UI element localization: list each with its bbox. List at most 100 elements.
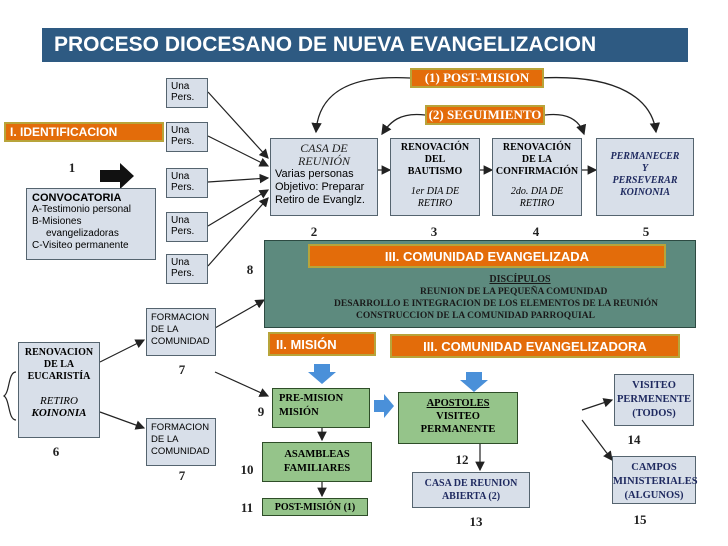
apostoles-line-3: PERMANENTE xyxy=(420,424,496,435)
renov-euc-line-1: RENOVACION xyxy=(24,347,94,358)
renov-bautismo-line-3: BAUTISMO xyxy=(407,166,463,177)
apostoles-line-2: VISITEO xyxy=(436,411,480,422)
campos-box: CAMPOS MINISTERIALES (ALGUNOS) xyxy=(612,456,698,504)
visiteo-line-3: (TODOS) xyxy=(632,408,676,419)
step-number-4: 4 xyxy=(532,224,540,239)
step-number-14: 14 xyxy=(627,432,641,447)
convocatoria-item-b-cont: evangelizadoras xyxy=(46,228,119,239)
step-number-8: 8 xyxy=(246,262,254,277)
big-arrow-shape xyxy=(100,163,134,189)
visiteo-line-2: PERMENENTE xyxy=(616,394,692,405)
seguimiento-header: (2) SEGUIMIENTO xyxy=(425,105,545,125)
step-number-2: 2 xyxy=(310,224,318,239)
pre-mision-line-1: PRE-MISION xyxy=(279,393,344,404)
permanecer-line-2: Y xyxy=(641,163,649,174)
blue-arrow-right xyxy=(374,394,394,418)
renovacion-confirmacion-box: RENOVACIÓN DE LA CONFIRMACIÓN 2do. DIA D… xyxy=(492,138,582,216)
arc-post-mision-left xyxy=(311,76,411,134)
visiteo-line-1: VISITEO xyxy=(632,380,676,391)
pre-mision-line-2: MISIÓN xyxy=(279,407,319,418)
renov-bautismo-sub-2: RETIRO xyxy=(417,198,453,209)
persona-box-3: Una Pers. xyxy=(166,168,208,198)
step-number-6: 6 xyxy=(52,444,60,459)
step-number-12: 12 xyxy=(455,452,469,467)
pre-mision-box: PRE-MISION MISIÓN xyxy=(272,388,370,428)
renov-confirmacion-line-3: CONFIRMACIÓN xyxy=(495,166,579,177)
renov-bautismo-sub-1: 1er DIA DE xyxy=(410,186,460,197)
formacion-2-line-3: COMUNIDAD xyxy=(151,446,210,457)
step-number-13: 13 xyxy=(469,514,483,529)
renov-confirmacion-line-2: DE LA xyxy=(521,154,553,165)
formacion-comunidad-box-1: FORMACION DE LA COMUNIDAD xyxy=(146,308,216,356)
casa-de-reunion-box: CASA DE REUNIÓN Varias personas Objetivo… xyxy=(270,138,378,216)
permanecer-line-3: PERSEVERAR xyxy=(612,175,678,186)
visiteo-box: VISITEO PERMENENTE (TODOS) xyxy=(614,374,694,426)
comunidad-evangelizada-header: III. COMUNIDAD EVANGELIZADA xyxy=(308,244,666,268)
bullet-1: REUNION DE LA PEQUEÑA COMUNIDAD xyxy=(420,287,608,297)
permanecer-box: PERMANECER Y PERSEVERAR KOINONIA xyxy=(596,138,694,216)
step-number-10: 10 xyxy=(240,462,254,477)
arc-seguimiento-right xyxy=(544,113,587,136)
formacion-2-line-2: DE LA xyxy=(151,434,179,445)
formacion-2-line-1: FORMACION xyxy=(151,422,210,433)
casa-de-reunion-line-3: Retiro de Evanglz. xyxy=(275,194,365,206)
casa-de-reunion-line-1: Varias personas xyxy=(275,168,354,180)
persona-box-4: Una Pers. xyxy=(166,212,208,242)
step-number-15: 15 xyxy=(633,512,647,527)
discipulos-label: DISCÍPULOS xyxy=(489,274,551,285)
asambleas-line-2: FAMILIARES xyxy=(283,463,351,474)
persona-box-2: Una Pers. xyxy=(166,122,208,152)
campos-line-1: CAMPOS xyxy=(631,462,677,473)
koinonia-label: KOINONIA xyxy=(31,407,87,419)
renov-confirmacion-sub-2: RETIRO xyxy=(519,198,555,209)
step-number-7a: 7 xyxy=(178,362,186,377)
arc-seguimiento-left xyxy=(381,113,426,136)
casa-de-reunion-line-2: Objetivo: Preparar xyxy=(275,181,365,193)
apostoles-line-1: APOSTOLES xyxy=(426,398,490,409)
formacion-1-line-2: DE LA xyxy=(151,324,179,335)
apostoles-box: APOSTOLES VISITEO PERMANENTE xyxy=(398,392,518,444)
asambleas-box: ASAMBLEAS FAMILIARES xyxy=(262,442,372,482)
bullet-list: REUNION DE LA PEQUEÑA COMUNIDAD DESARROL… xyxy=(320,286,692,322)
campos-line-2: MINISTERIALES xyxy=(613,476,698,487)
convocatoria-box: CONVOCATORIA A-Testimonio personal B-Mis… xyxy=(26,188,156,260)
casa-abierta-line-2: ABIERTA (2) xyxy=(441,491,501,502)
step-number-1: 1 xyxy=(68,160,76,175)
step-number-7b: 7 xyxy=(178,468,186,483)
renov-confirmacion-line-1: RENOVACIÓN xyxy=(502,142,572,153)
renov-bautismo-line-2: DEL xyxy=(424,154,446,165)
blue-arrow-mision xyxy=(308,364,336,384)
renov-confirmacion-sub-1: 2do. DIA DE xyxy=(510,186,564,197)
step-number-5: 5 xyxy=(642,224,650,239)
mision-header: II. MISIÓN xyxy=(268,332,376,356)
casa-de-reunion-title: CASA DE REUNIÓN xyxy=(298,141,350,168)
renovacion-eucaristia-box: RENOVACION DE LA EUCARISTÍA RETIRO KOINO… xyxy=(18,342,100,438)
post-mision-bottom-box: POST-MISIÓN (1) xyxy=(262,498,368,516)
formacion-comunidad-box-2: FORMACION DE LA COMUNIDAD xyxy=(146,418,216,466)
page-title: PROCESO DIOCESANO DE NUEVA EVANGELIZACIO… xyxy=(42,28,688,62)
convocatoria-item-a: A-Testimonio personal xyxy=(32,204,131,215)
casa-reunion-abierta-box: CASA DE REUNION ABIERTA (2) xyxy=(412,472,530,508)
casa-abierta-line-1: CASA DE REUNION xyxy=(424,478,518,489)
retiro-label: RETIRO xyxy=(40,395,78,407)
renov-euc-line-3: EUCARISTÍA xyxy=(27,371,91,382)
permanecer-line-1: PERMANECER xyxy=(610,151,680,162)
permanecer-line-4: KOINONIA xyxy=(619,187,670,198)
convocatoria-item-c: C-Visiteo permanente xyxy=(32,240,129,251)
bullet-2: DESARROLLO E INTEGRACION DE LOS ELEMENTO… xyxy=(334,299,658,309)
blue-arrow-apostoles xyxy=(460,372,488,392)
persona-box-5: Una Pers. xyxy=(166,254,208,284)
comunidad-evangelizadora-header: III. COMUNIDAD EVANGELIZADORA xyxy=(390,334,680,358)
convocatoria-heading: CONVOCATORIA xyxy=(32,192,122,204)
bullet-3: CONSTRUCCION DE LA COMUNIDAD PARROQUIAL xyxy=(356,311,595,321)
convocatoria-item-b: B-Misiones xyxy=(32,216,82,227)
identificacion-header: I. IDENTIFICACION xyxy=(4,122,164,142)
post-mision-header: (1) POST-MISION xyxy=(410,68,544,88)
persona-box-1: Una Pers. xyxy=(166,78,208,108)
asambleas-line-1: ASAMBLEAS xyxy=(284,449,350,460)
formacion-1-line-1: FORMACION xyxy=(151,312,210,323)
arc-post-mision-right xyxy=(539,76,661,134)
renovacion-bautismo-box: RENOVACIÓN DEL BAUTISMO 1er DIA DE RETIR… xyxy=(390,138,480,216)
formacion-1-line-3: COMUNIDAD xyxy=(151,336,210,347)
